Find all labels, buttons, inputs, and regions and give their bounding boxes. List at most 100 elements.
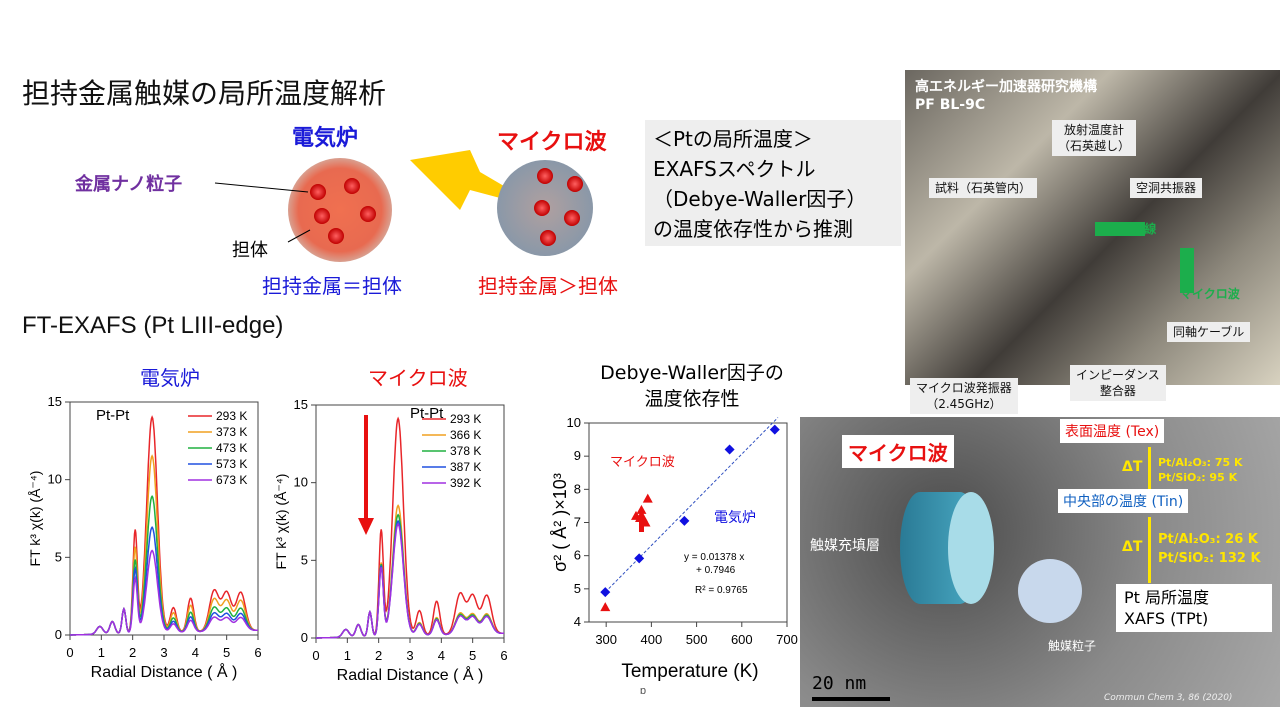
dt2b: Pt/SiO₂: 132 K (1158, 551, 1261, 566)
series-line-392K (316, 522, 504, 639)
photo-caption-2: PF BL-9C (915, 97, 986, 113)
legend-label: 366 K (450, 428, 481, 442)
x-axis-label: Radial Distance ( Å ) (91, 662, 238, 681)
y-tick-label: 9 (574, 448, 581, 463)
xray-arrow-icon (1095, 222, 1145, 236)
y-tick-label: 0 (55, 627, 62, 642)
tem-particle-label: 触媒粒子 (1048, 639, 1097, 653)
y-tick-label: 5 (574, 581, 581, 596)
legend-label: 293 K (216, 409, 247, 423)
x-tick-label: 3 (406, 648, 413, 663)
y-tick-label: 10 (567, 415, 581, 430)
data-point-microwave (600, 602, 611, 612)
delta-label: ΔT (1122, 539, 1143, 555)
up-arrow-icon (639, 520, 644, 532)
series-label-furnace: 電気炉 (714, 509, 756, 525)
scale-bar (812, 697, 890, 701)
label-thermometer: 放射温度計 （石英越し） (1052, 120, 1137, 156)
delta-values-1: Pt/Al₂O₃: 75 K Pt/SiO₂: 95 K (1158, 455, 1243, 485)
y-tick-label: 6 (574, 548, 581, 563)
y-tick-label: 10 (294, 475, 308, 490)
pt-local-line2: XAFS (TPt) (1124, 609, 1209, 628)
y-tick-label: 5 (55, 549, 62, 564)
tem-center-temp: 中央部の温度 (Tin) (1058, 489, 1189, 513)
tem-microwave: マイクロ波 (842, 435, 954, 468)
data-point-furnace (634, 553, 645, 564)
x-tick-label: 500 (686, 632, 708, 647)
x-tick-label: 3 (160, 645, 167, 660)
x-tick-label: 1 (344, 648, 351, 663)
furnace-label: 電気炉 (292, 126, 359, 151)
peak-annotation: Pt-Pt (410, 405, 444, 422)
x-tick-label: 2 (375, 648, 382, 663)
x-axis-label: Temperature (K) (621, 661, 758, 682)
legend-label: 392 K (450, 476, 481, 490)
catalyst-particle-icon (1018, 559, 1082, 623)
chart-title-microwave: マイクロ波 (368, 366, 468, 390)
photo-caption-1: 高エネルギー加速器研究機構 (915, 79, 1097, 95)
fit-equation: + 0.7946 (696, 565, 736, 576)
note-box: ＜Ptの局所温度＞ EXAFSスペクトル （Debye-Waller因子） の温… (645, 120, 901, 246)
label-sample: 試料（石英管内） (929, 178, 1038, 198)
up-arrow-head-icon (635, 510, 648, 522)
furnace-caption: 担持金属＝担体 (262, 274, 402, 298)
legend-label: 378 K (450, 444, 481, 458)
label-xray: X線 (1135, 222, 1157, 236)
y-tick-label: 5 (301, 552, 308, 567)
note-line: の温度依存性から推測 (653, 217, 853, 241)
plot-frame (588, 422, 788, 623)
delta-arrow-icon (1148, 447, 1151, 489)
data-point-microwave (636, 504, 647, 514)
x-tick-label: 6 (254, 645, 261, 660)
legend-label: 673 K (216, 473, 247, 487)
label-cavity: 空洞共振器 (1130, 178, 1203, 198)
legend-label: 473 K (216, 441, 247, 455)
tem-image: マイクロ波 表面温度 (Tex) 中央部の温度 (Tin) 触媒充填層 触媒粒子… (800, 417, 1280, 707)
furnace-particle (288, 158, 392, 262)
y-tick-label: 7 (574, 515, 581, 530)
citation: Commun Chem 3, 86 (2020) (1104, 693, 1233, 703)
cylinder-face (948, 492, 994, 604)
scale-bar-label: 20 nm (812, 673, 867, 694)
data-point-furnace (679, 515, 690, 526)
catalyst-diagram (214, 150, 593, 262)
pt-local-line1: Pt 局所温度 (1124, 588, 1210, 607)
y-axis-label: FT k³ χ(k) (Å⁻⁴) (27, 471, 43, 567)
series-line-673K (70, 549, 258, 636)
x-tick-label: 400 (641, 632, 663, 647)
data-point-furnace (600, 587, 611, 598)
dt1a: Pt/Al₂O₃: 75 K (1158, 456, 1243, 469)
slide-title: 担持金属触媒の局所温度解析 (22, 77, 387, 110)
dt1b: Pt/SiO₂: 95 K (1158, 471, 1238, 484)
y-axis-label: σ² ( Å² )×10³ (550, 473, 570, 572)
fit-r2: R² = 0.9765 (695, 585, 748, 596)
legend-label: 293 K (450, 412, 481, 426)
x-tick-label: 0 (312, 648, 319, 663)
microwave-arrow-icon (1180, 248, 1194, 293)
label-impedance: インピーダンス 整合器 (1070, 365, 1166, 401)
label-generator: マイクロ波発振器 （2.45GHz） (910, 378, 1018, 414)
down-arrow-head-icon (358, 518, 374, 535)
x-tick-label: 2 (129, 645, 136, 660)
x-tick-label: 300 (595, 632, 617, 647)
note-line: （Debye-Waller因子） (653, 187, 867, 211)
y-tick-label: 10 (48, 472, 62, 487)
y-tick-label: 4 (574, 614, 581, 629)
x-tick-label: 600 (731, 632, 753, 647)
y-tick-label: 0 (301, 630, 308, 645)
series-label-microwave: マイクロ波 (610, 454, 675, 469)
data-point-furnace (724, 444, 735, 455)
legend-label: 573 K (216, 457, 247, 471)
x-tick-label: 5 (223, 645, 230, 660)
section-heading: FT-EXAFS (Pt LIII-edge) (22, 312, 284, 339)
y-tick-label: 8 (574, 481, 581, 496)
label-coax: 同軸ケーブル (1167, 322, 1251, 342)
footnote: ɒ (640, 685, 646, 697)
delta-arrow-icon (1148, 517, 1151, 583)
peak-annotation: Pt-Pt (96, 407, 130, 424)
x-tick-label: 6 (500, 648, 507, 663)
x-tick-label: 5 (469, 648, 476, 663)
label-microwave: マイクロ波 (1180, 287, 1240, 301)
